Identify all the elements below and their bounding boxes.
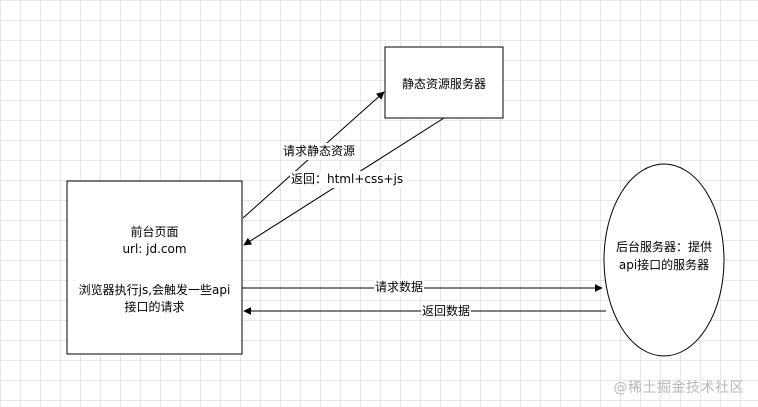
edge-label-return-data: 返回数据 (421, 303, 472, 320)
frontend-url: url: jd.com (122, 242, 187, 256)
frontend-desc-line2: 接口的请求 (124, 300, 185, 314)
backend-node (603, 163, 725, 357)
edge-label-return-static: 返回：html+css+js (290, 171, 405, 188)
backend-label-line1: 后台服务器：提供 (615, 240, 712, 254)
frontend-node (66, 180, 243, 355)
frontend-desc-line1: 浏览器执行js,会触发一些api (78, 283, 231, 297)
watermark: @稀土掘金技术社区 (613, 380, 744, 396)
static-server-node (384, 46, 504, 119)
static-server-label: 静态资源服务器 (401, 77, 486, 91)
edge-label-request-data: 请求数据 (374, 279, 425, 296)
frontend-title: 前台页面 (130, 225, 179, 239)
edge-label-request-static: 请求静态资源 (282, 143, 357, 160)
backend-label-line2: api接口的服务器 (618, 258, 710, 272)
